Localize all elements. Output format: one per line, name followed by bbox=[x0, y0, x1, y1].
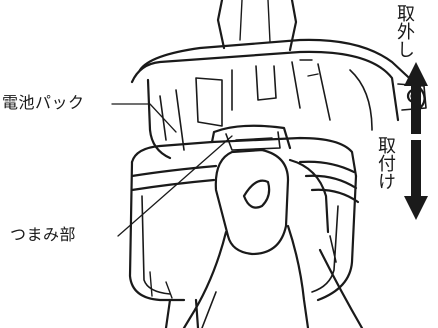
tool-base-housing bbox=[130, 38, 427, 160]
attach-direction-label: 取付け bbox=[375, 136, 396, 190]
leader-line-knob bbox=[117, 135, 233, 237]
tool-lower-body bbox=[164, 298, 200, 328]
direction-arrows bbox=[404, 62, 428, 220]
knob-label: つまみ部 bbox=[10, 225, 77, 244]
leader-line-battery bbox=[111, 103, 177, 133]
battery-pack-label: 電池パック bbox=[2, 93, 85, 112]
battery-top-shell bbox=[130, 124, 360, 204]
remove-direction-label: 取外し bbox=[394, 4, 415, 58]
battery-body bbox=[128, 160, 358, 302]
hand-and-thumb bbox=[182, 148, 364, 328]
